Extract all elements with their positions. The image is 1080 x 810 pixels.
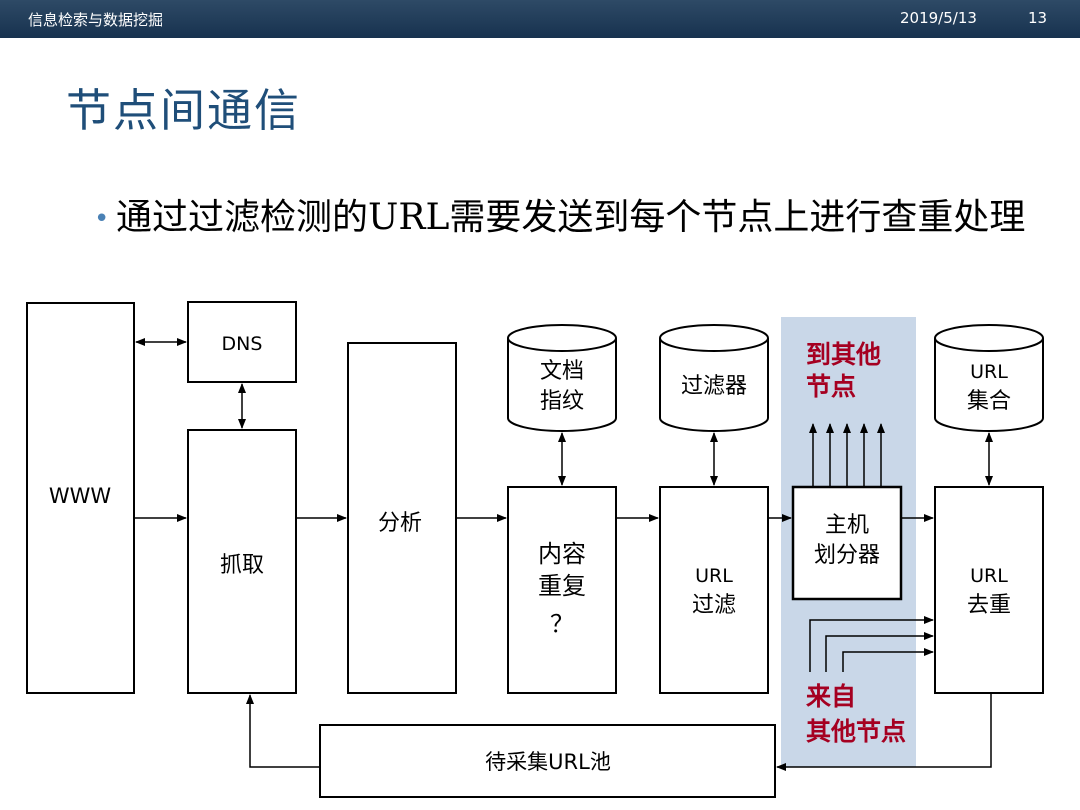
fetch-box (187, 429, 297, 694)
to-other-line1: 到其他 (806, 340, 881, 369)
url-dedup-line1: URL (970, 565, 1008, 587)
url-dedup-line2: 去重 (967, 593, 1011, 618)
fetch-label: 抓取 (220, 553, 264, 578)
url-set-line1: URL (970, 361, 1008, 383)
content-dup-line2: 重复 (538, 572, 586, 600)
www-label: WWW (49, 484, 112, 508)
bullet-marker: • (94, 204, 110, 234)
host-splitter-line2: 划分器 (814, 543, 880, 568)
content-dup-box (507, 486, 617, 694)
doc-fp-line1: 文档 (540, 359, 584, 384)
host-splitter-line1: 主机 (825, 513, 869, 538)
doc-fp-line2: 指纹 (540, 389, 584, 414)
header-bar: 信息检索与数据挖掘 2019/5/13 13 (0, 0, 1080, 38)
parse-box (347, 342, 457, 694)
connectors (134, 338, 993, 771)
url-set-line2: 集合 (967, 389, 1011, 414)
dns-box (187, 301, 297, 383)
www-box (26, 302, 135, 694)
course-name: 信息检索与数据挖掘 (28, 11, 164, 29)
host-splitter-box (791, 485, 903, 601)
to-other-line2: 节点 (806, 372, 856, 401)
content-dup-line3: ？ (550, 610, 574, 638)
url-filter-line1: URL (695, 565, 733, 587)
url-pool-box (319, 724, 776, 798)
url-dedup-box (934, 486, 1044, 694)
url-filter-box (659, 486, 769, 694)
content-dup-line1: 内容 (538, 540, 586, 568)
slide-title: 节点间通信 (66, 84, 302, 137)
filter-store (659, 324, 769, 432)
from-other-line1: 来自 (806, 682, 856, 711)
page-number: 13 (1028, 9, 1048, 27)
slide-date: 2019/5/13 (900, 9, 977, 27)
doc-fingerprint-store (507, 324, 617, 432)
filter-store-label: 过滤器 (681, 374, 747, 399)
dns-label: DNS (222, 333, 263, 355)
from-other-line2: 其他节点 (806, 717, 906, 746)
url-filter-line2: 过滤 (692, 593, 736, 618)
parse-label: 分析 (378, 511, 422, 536)
bullet-text: 通过过滤检测的URL需要发送到每个节点上进行查重处理 (116, 197, 1026, 238)
url-pool-label: 待采集URL池 (485, 750, 611, 774)
url-set-store (934, 324, 1044, 432)
